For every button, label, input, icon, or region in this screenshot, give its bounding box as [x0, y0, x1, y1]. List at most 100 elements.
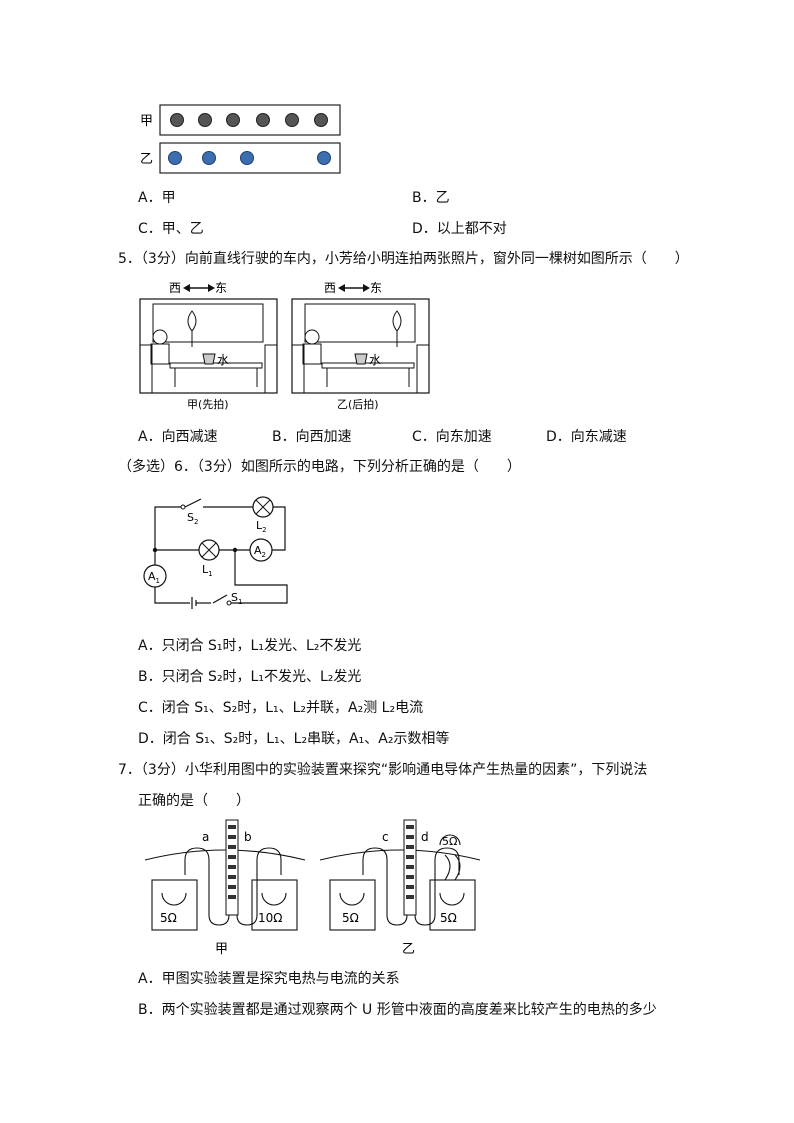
wire-arc-left: [144, 849, 306, 861]
q5-option-b: B．向西加速: [272, 429, 352, 445]
q7-stem-line2: 正确的是（ ）: [138, 793, 250, 809]
photo-frame-right: [291, 298, 430, 394]
wire-s1: [230, 550, 288, 604]
r-right2: 5Ω: [440, 911, 457, 925]
r-left2: 5Ω: [342, 911, 359, 925]
row2-dot: [202, 151, 216, 165]
row1-dot: [198, 113, 212, 127]
arrow-head-west: [183, 284, 190, 292]
caption-left: 甲(先拍): [187, 397, 229, 411]
row1-dot: [285, 113, 299, 127]
window-right: [304, 303, 416, 343]
wire-top: [154, 506, 183, 550]
q6-stem: （多选）6．（3分）如图所示的电路，下列分析正确的是（ ）: [118, 459, 521, 475]
lamp-l1-icon: [198, 539, 220, 561]
external-coil-icon: [439, 834, 461, 881]
table: [169, 362, 263, 369]
q6-option-b: B．只闭合 S₂时，L₁不发光、L₂发光: [138, 669, 362, 685]
beaker-right-2: [429, 879, 476, 931]
label-b: b: [244, 830, 252, 844]
q6-circuit: A2 A1 S2 L2 L1 S1: [143, 496, 288, 609]
apparatus-right: [319, 820, 481, 931]
beaker-left-1: [151, 879, 198, 931]
caption-right: 乙(后拍): [337, 397, 379, 411]
row2-label: 乙: [140, 152, 153, 167]
row1-label: 甲: [140, 114, 153, 129]
switch-s2-contact: [180, 504, 186, 510]
photo-frame: [139, 298, 278, 394]
a2-label: A2: [254, 544, 266, 559]
row1-dots: [170, 113, 328, 127]
seat-right: [292, 344, 429, 393]
beaker-left-2: [251, 879, 298, 931]
q5-option-a: A．向西减速: [138, 429, 218, 445]
switch-s1-contact: [226, 600, 232, 606]
u-tube-right-2: [414, 820, 460, 926]
caption-jia: 甲: [215, 942, 228, 957]
arrow-head-east: [208, 284, 215, 292]
coil-icon: [161, 892, 187, 906]
photo-left: 西 东 水 甲(先拍): [139, 281, 278, 411]
water-label-right: 水: [369, 353, 381, 367]
west-label: 西: [169, 281, 181, 295]
arrow-head-east-right: [363, 284, 370, 292]
table-right: [321, 362, 415, 369]
east-label-right: 东: [370, 281, 382, 295]
q7-option-a: A．甲图实验装置是探究电热与电流的关系: [138, 971, 400, 987]
q7-stem-line1: 7．（3分）小华利用图中的实验装置来探究“影响通电导体产生热量的因素”，下列说法: [118, 762, 648, 778]
dots-figure: 甲 乙: [140, 104, 341, 174]
q4-option-a: A．甲: [138, 190, 176, 206]
l2-label: L2: [256, 519, 267, 534]
q6-option-c: C．闭合 S₁、S₂时，L₁、L₂并联，A₂测 L₂电流: [138, 700, 424, 716]
q4-option-b: B．乙: [412, 190, 450, 206]
lamp-l2-icon: [252, 496, 274, 518]
window: [152, 303, 264, 343]
girl-head: [152, 329, 168, 345]
apparatus-left: [144, 820, 306, 931]
wire-top-3: [272, 506, 286, 551]
girl-body-right: [302, 343, 322, 365]
r-left1: 5Ω: [160, 911, 177, 925]
coil-icon: [261, 892, 287, 906]
q7-figure: a b 5Ω 10Ω 甲 c d 5Ω 5Ω 5Ω 乙: [144, 819, 481, 957]
u-tube-left-2: [362, 820, 408, 926]
q5-stem: 5．（3分）向前直线行驶的车内，小芳给小明连拍两张照片，窗外同一棵树如图所示（ …: [118, 251, 689, 267]
r-right1: 10Ω: [258, 911, 282, 925]
row1-dot: [226, 113, 240, 127]
scale-ticks-left: [228, 825, 236, 899]
coil-icon: [439, 892, 465, 906]
q6-option-d: D．闭合 S₁、S₂时，L₁、L₂串联，A₁、A₂示数相等: [138, 731, 450, 747]
q5-option-d: D．向东减速: [546, 429, 627, 445]
junction-dot: [232, 547, 238, 553]
cup-icon: [202, 353, 216, 365]
ammeter-a2-icon: [249, 538, 273, 562]
row1-dot: [170, 113, 184, 127]
arrow-head-west-right: [338, 284, 345, 292]
tree-icon: [187, 310, 197, 332]
photo-right: 西 东 水 乙(后拍): [291, 281, 430, 411]
wire-left-bottom: [154, 586, 190, 604]
tree-icon-right: [392, 310, 402, 332]
row2-dot: [317, 151, 331, 165]
row1-box: [159, 104, 341, 136]
girl-body: [150, 343, 170, 365]
q5-option-c: C．向东加速: [412, 429, 492, 445]
girl-head-right: [304, 329, 320, 345]
label-c: c: [382, 830, 389, 844]
coil-icon: [339, 892, 365, 906]
r-top2: 5Ω: [442, 835, 457, 848]
ammeter-a1-icon: [143, 564, 167, 588]
beaker-right-1: [329, 879, 376, 931]
switch-s2: [184, 498, 202, 508]
west-label-right: 西: [324, 281, 336, 295]
east-label: 东: [215, 281, 227, 295]
row1-dot: [256, 113, 270, 127]
label-d: d: [421, 830, 429, 844]
row2-dots: [168, 151, 331, 165]
row2-dot: [168, 151, 182, 165]
a1-label: A1: [148, 570, 160, 585]
row2-box: [159, 142, 341, 174]
scale-ticks-right: [406, 825, 414, 899]
q6-option-a: A．只闭合 S₁时，L₁发光、L₂不发光: [138, 638, 362, 654]
caption-yi: 乙: [402, 942, 415, 957]
